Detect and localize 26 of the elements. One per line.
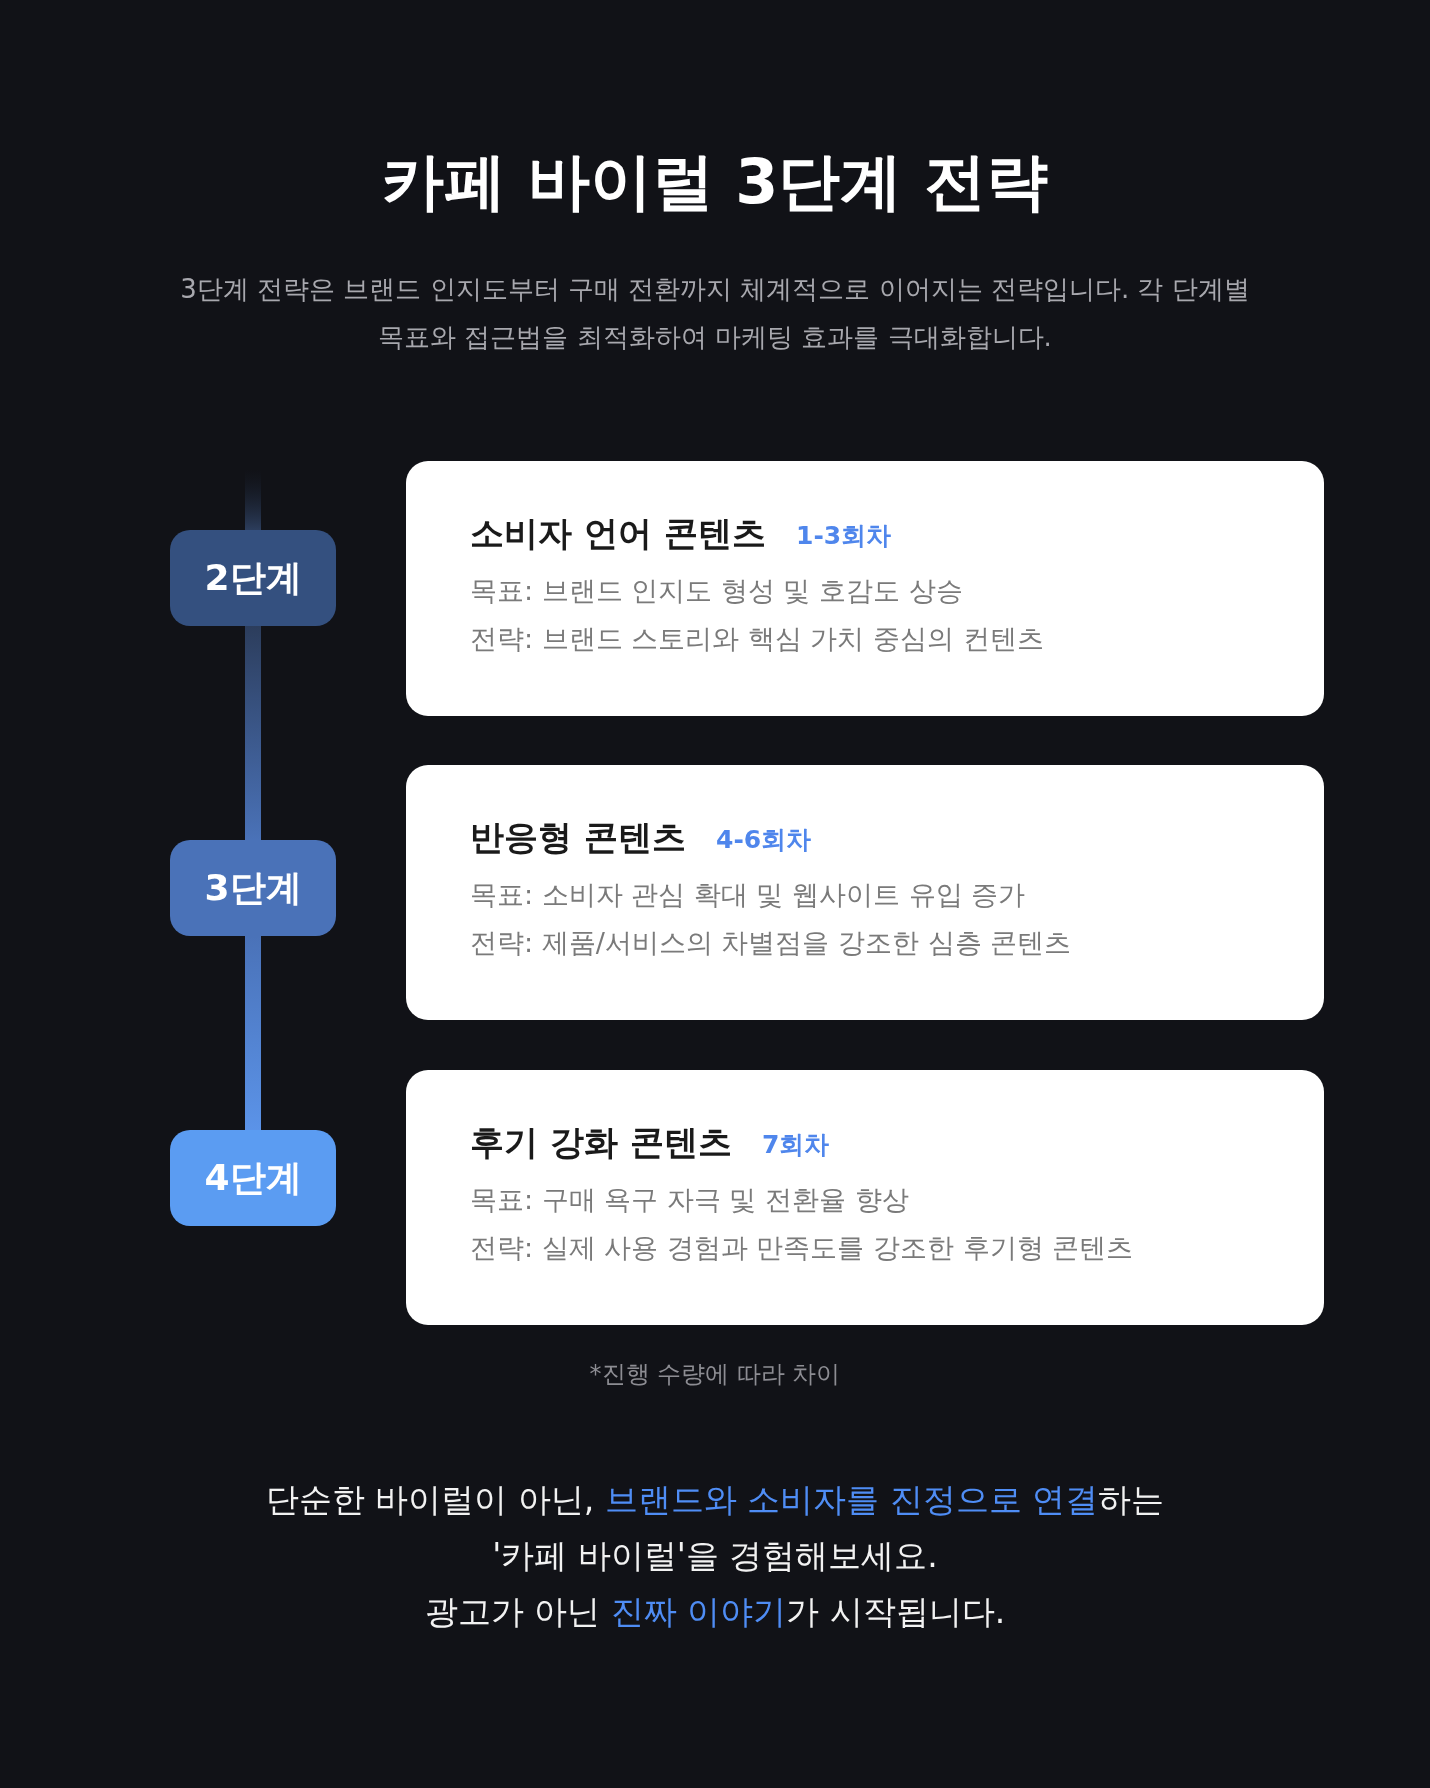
session-tag: 4-6회차 bbox=[716, 823, 812, 856]
card-text: 전략: 브랜드 스토리와 핵심 가치 중심의 컨텐츠 bbox=[470, 622, 1044, 656]
stage-badge: 4단계 bbox=[170, 1130, 336, 1226]
stage-badge: 3단계 bbox=[170, 840, 336, 936]
page-title: 카페 바이럴 3단계 전략 bbox=[381, 144, 1049, 220]
card-text: 전략: 실제 사용 경험과 만족도를 강조한 후기형 콘텐츠 bbox=[470, 1231, 1134, 1265]
card-heading: 후기 강화 콘텐츠 bbox=[470, 1121, 732, 1164]
session-tag: 7회차 bbox=[762, 1128, 830, 1161]
card-text: 목표: 브랜드 인지도 형성 및 호감도 상승 bbox=[470, 574, 963, 608]
card-text: 목표: 소비자 관심 확대 및 웹사이트 유입 증가 bbox=[470, 878, 1026, 912]
timeline-line bbox=[245, 936, 261, 1130]
subtitle-text: 3단계 전략은 브랜드 인지도부터 구매 전환까지 체계적으로 이어지는 전략입니다. 각 단계별 목표와 접근법을 최적화하여 마케팅 효과를 극대화합니다. bbox=[179, 273, 1251, 354]
footnote: *진행 수량에 따라 차이 bbox=[588, 1359, 842, 1390]
session-tag: 1-3회차 bbox=[796, 519, 892, 552]
stage-card bbox=[406, 461, 1324, 716]
stage-card bbox=[406, 1070, 1324, 1325]
stage-badge: 2단계 bbox=[170, 530, 336, 626]
closing-text: 광고가 아닌 진짜 이야기가 시작됩니다. bbox=[423, 1591, 1007, 1633]
closing-text: '카페 바이럴'을 경험해보세요. bbox=[491, 1535, 939, 1577]
card-text: 목표: 구매 욕구 자극 및 전환율 향상 bbox=[470, 1183, 909, 1217]
closing-text: 단순한 바이럴이 아닌, 브랜드와 소비자를 진정으로 연결하는 bbox=[264, 1479, 1166, 1521]
card-heading: 반응형 콘텐츠 bbox=[470, 816, 686, 859]
card-heading: 소비자 언어 콘텐츠 bbox=[470, 512, 766, 555]
stage-card bbox=[406, 765, 1324, 1020]
timeline-line bbox=[245, 626, 261, 840]
card-text: 전략: 제품/서비스의 차별점을 강조한 심층 콘텐츠 bbox=[470, 926, 1072, 960]
